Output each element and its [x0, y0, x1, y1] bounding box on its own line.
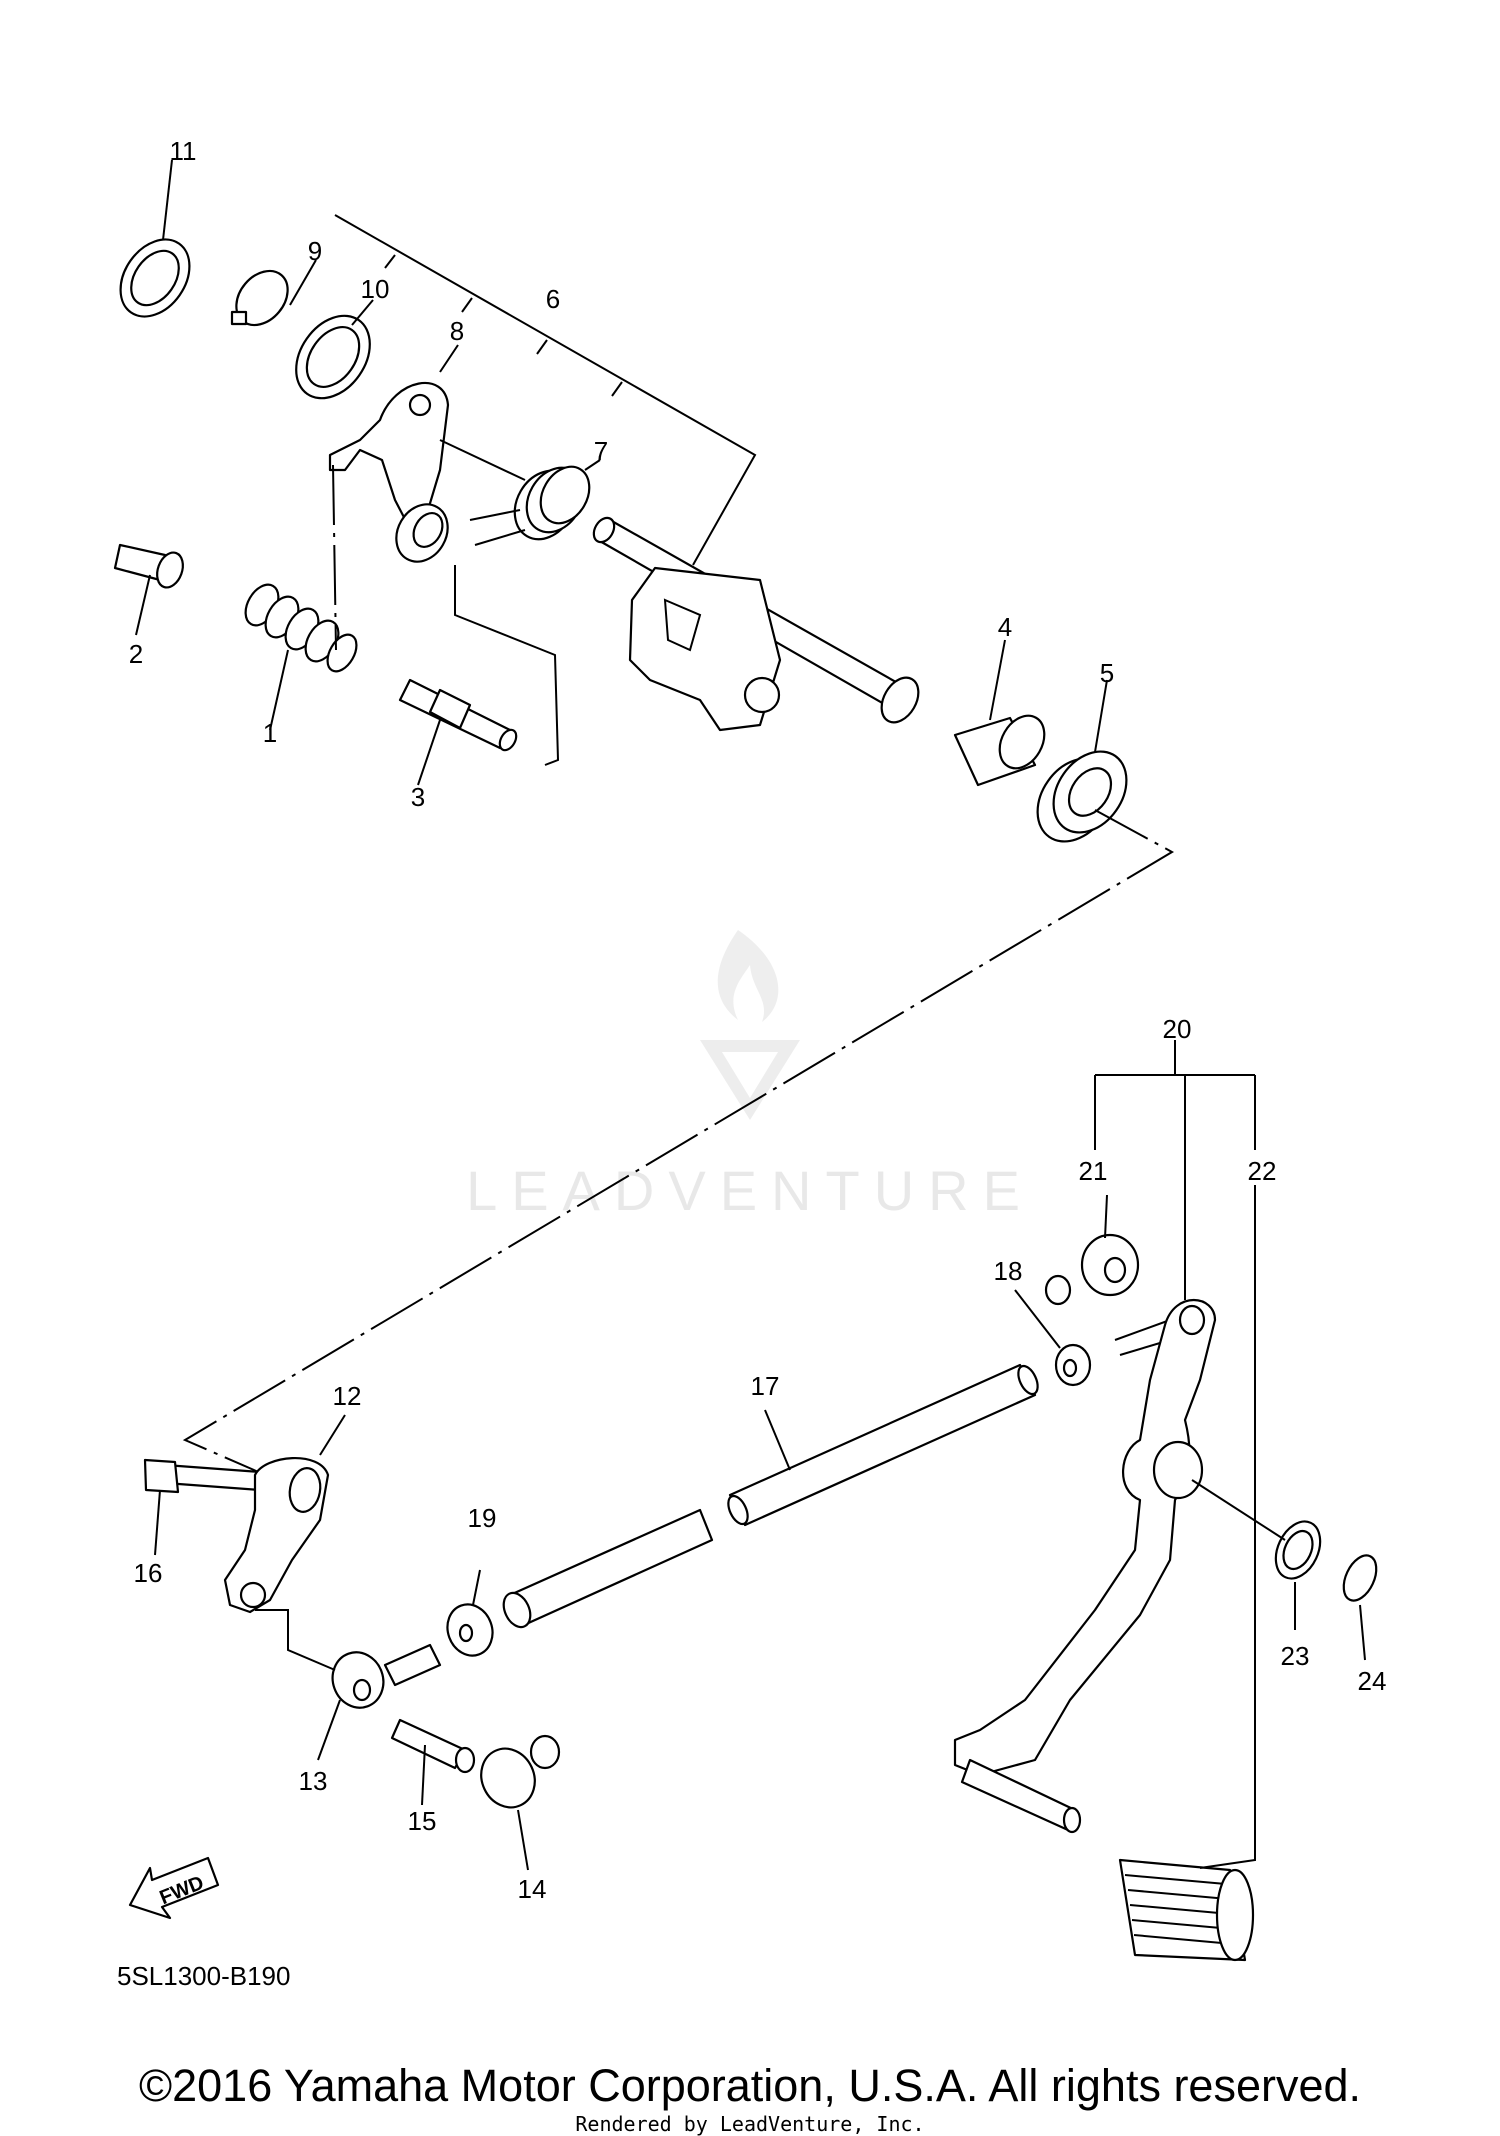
part-18-nut — [1054, 1343, 1092, 1387]
pedal-rubber — [1118, 1858, 1255, 1962]
part-9-circlip — [230, 269, 289, 327]
part-label-16: 16 — [134, 1558, 163, 1588]
part-label-12: 12 — [333, 1381, 362, 1411]
fwd-arrow-icon: FWD — [128, 1856, 220, 1920]
part-label-22: 22 — [1248, 1156, 1277, 1186]
part-number-labels: 11 9 10 6 8 7 2 1 3 4 5 20 21 22 18 17 1… — [129, 136, 1387, 1904]
upper-assembly — [113, 159, 1128, 843]
part-label-4: 4 — [998, 612, 1012, 642]
part-11-washer — [119, 238, 191, 318]
part-label-21: 21 — [1079, 1156, 1108, 1186]
lower-leader-lines — [154, 1040, 1366, 1871]
part-5-oil-seal — [1036, 750, 1128, 843]
part-label-10: 10 — [361, 274, 390, 304]
part-label-2: 2 — [129, 639, 143, 669]
watermark-flame-icon — [717, 930, 779, 1022]
part-4-collar — [953, 714, 1046, 787]
part-10-washer — [295, 314, 371, 400]
part-21-rod-end — [1044, 1233, 1140, 1306]
part-label-17: 17 — [751, 1371, 780, 1401]
part-22-shift-pedal — [953, 1299, 1217, 1834]
watermark-text: LEADVENTURE — [466, 1159, 1034, 1222]
part-15-bolt — [390, 1718, 476, 1774]
part-label-5: 5 — [1100, 658, 1114, 688]
part-label-6: 6 — [546, 284, 560, 314]
part-label-7: 7 — [594, 436, 608, 466]
part-label-11: 11 — [170, 136, 197, 166]
part-23-washer — [1274, 1520, 1322, 1580]
part-17-shift-rod — [502, 1363, 1039, 1629]
part-label-14: 14 — [518, 1874, 547, 1904]
part-6-shift-shaft — [592, 516, 920, 732]
watermark: LEADVENTURE — [466, 930, 1034, 1222]
part-2-pin — [113, 543, 184, 589]
part-label-24: 24 — [1358, 1666, 1387, 1696]
rendered-by-text: Rendered by LeadVenture, Inc. — [575, 2112, 925, 2136]
upper-leader-lines — [135, 159, 1108, 786]
part-1-spring — [244, 583, 358, 673]
part-label-8: 8 — [450, 316, 464, 346]
part-label-20: 20 — [1163, 1014, 1192, 1044]
part-label-19: 19 — [468, 1503, 497, 1533]
part-12-shift-arm — [223, 1456, 330, 1614]
part-7-torsion-spring — [469, 465, 591, 546]
part-label-13: 13 — [299, 1766, 328, 1796]
part-label-18: 18 — [994, 1256, 1023, 1286]
copyright-text: ©2016 Yamaha Motor Corporation, U.S.A. A… — [138, 2060, 1362, 2111]
part-14-cover — [480, 1734, 561, 1809]
part-3-bolt — [398, 678, 518, 752]
part-label-15: 15 — [408, 1806, 437, 1836]
watermark-v-icon — [700, 1040, 800, 1120]
part-label-3: 3 — [411, 782, 425, 812]
part-19-nut — [446, 1603, 494, 1657]
part-label-1: 1 — [263, 718, 277, 748]
part-label-23: 23 — [1281, 1641, 1310, 1671]
part-24-circlip — [1342, 1554, 1378, 1602]
part-13-rod-end — [331, 1643, 442, 1709]
lower-assembly — [143, 1040, 1378, 1962]
diagram-code: 5SL1300-B190 — [117, 1961, 290, 1991]
shaft-connector-line — [182, 809, 1175, 1478]
part-label-9: 9 — [308, 236, 322, 266]
part-8-stopper-lever — [328, 381, 450, 563]
